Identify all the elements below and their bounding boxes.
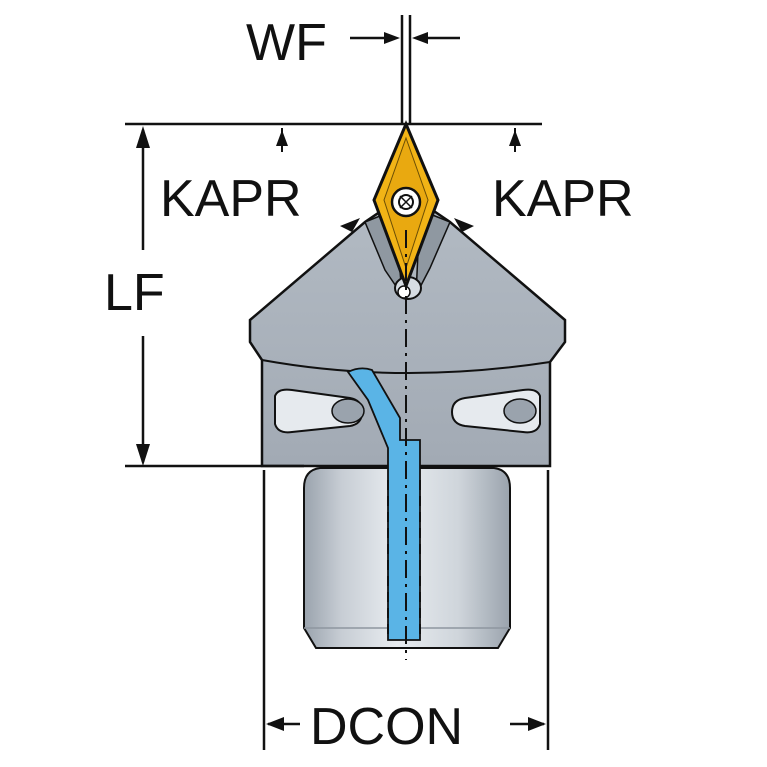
lf-label: LF — [104, 264, 165, 322]
kapr-indicator-left — [276, 128, 360, 232]
dcon-label: DCON — [310, 698, 463, 756]
wf-dimension — [350, 15, 460, 124]
wf-label: WF — [246, 14, 327, 72]
kapr-left-label: KAPR — [160, 170, 302, 228]
clamp-hole — [394, 276, 422, 300]
kapr-right-label: KAPR — [492, 170, 634, 228]
side-slot-left — [274, 388, 365, 434]
torx-screw-icon — [390, 186, 422, 218]
coolant-channel — [346, 367, 421, 641]
dcon-dimension — [262, 470, 550, 750]
side-slot-right — [450, 388, 541, 434]
kapr-indicator-right — [454, 128, 521, 232]
lf-dimension — [136, 126, 150, 466]
